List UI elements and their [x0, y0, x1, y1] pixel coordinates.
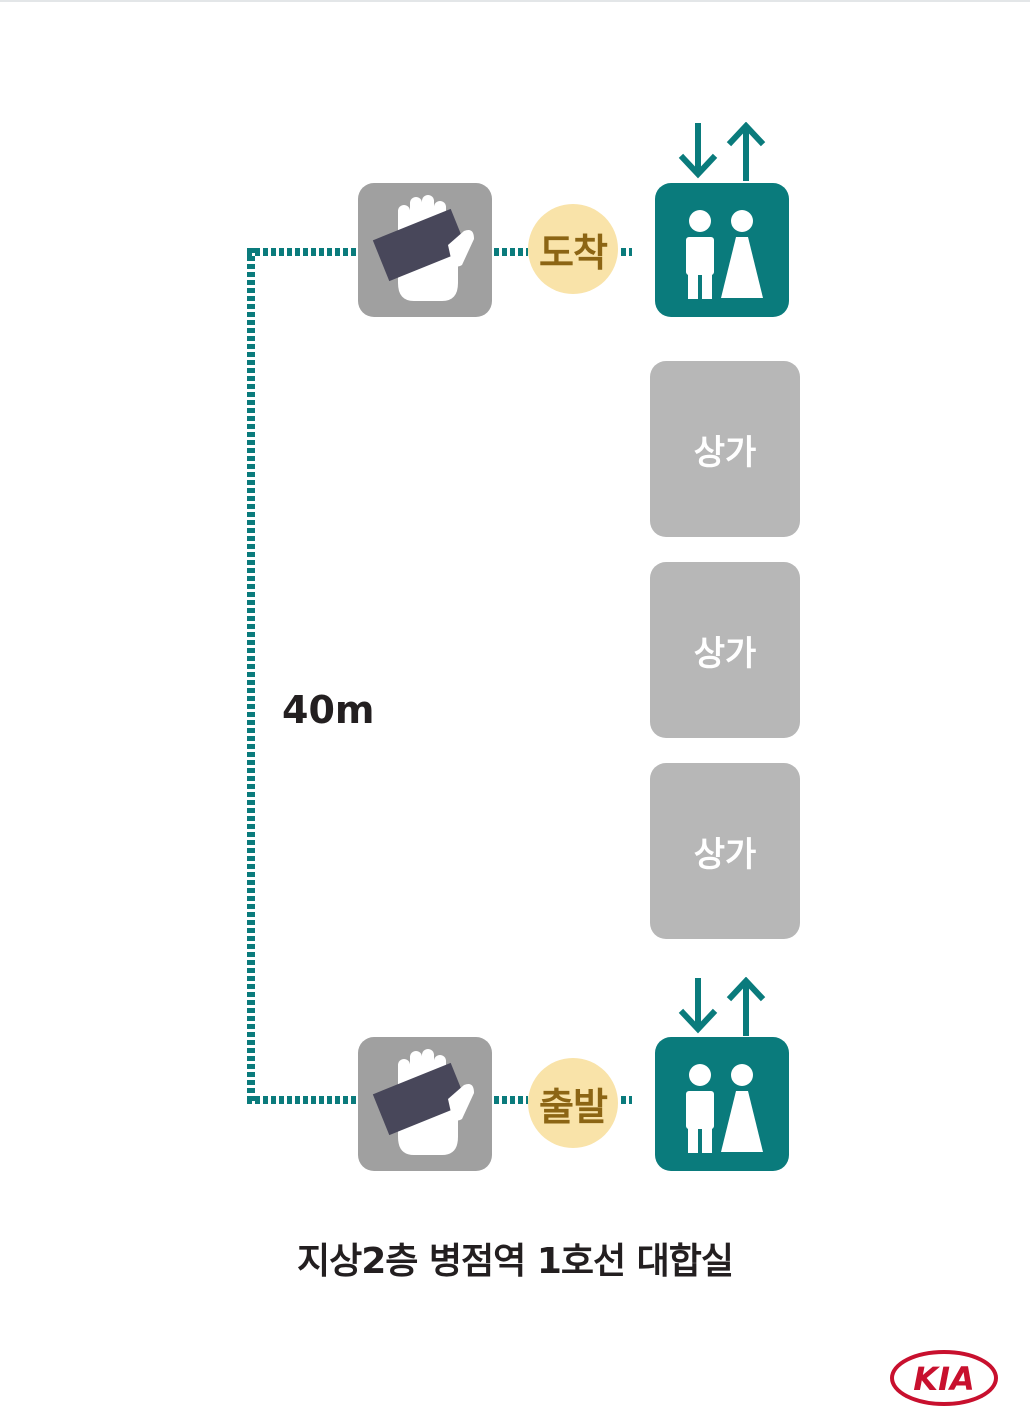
down-arrow-icon [678, 978, 718, 1034]
arrival-facility [655, 183, 789, 317]
top-border [0, 0, 1030, 2]
kia-logo: KIA [890, 1350, 998, 1406]
departure-label: 출발 [528, 1058, 618, 1148]
up-arrow-icon [726, 977, 766, 1036]
arrival-label: 도착 [528, 204, 618, 294]
restroom-icon [686, 1064, 763, 1153]
restroom-icon [686, 210, 763, 299]
departure-gate [358, 1037, 492, 1171]
departure-facility [655, 1037, 789, 1171]
up-arrow-icon [726, 122, 766, 181]
kia-logo-text: KIA [913, 1360, 974, 1398]
shop-box-3: 상가 [650, 763, 800, 939]
hand-card-icon [372, 1049, 474, 1155]
down-arrow-icon [678, 123, 718, 179]
hand-card-icon [372, 195, 474, 301]
location-caption: 지상2층 병점역 1호선 대합실 [296, 1241, 734, 1282]
shop-box-2: 상가 [650, 562, 800, 738]
distance-label: 40m [282, 688, 375, 732]
arrival-gate [358, 183, 492, 317]
lift-arrows-top [678, 122, 766, 181]
shop-box-1: 상가 [650, 361, 800, 537]
lift-arrows-bottom [678, 977, 766, 1036]
